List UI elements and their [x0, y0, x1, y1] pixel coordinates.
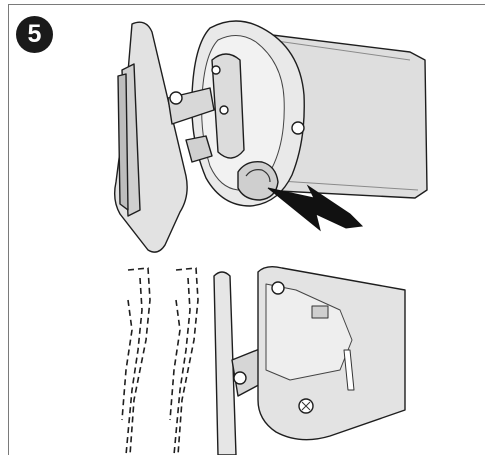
blade-plate [213, 271, 237, 455]
frame-top-border [8, 4, 485, 5]
front-plate [211, 53, 245, 159]
frame-left-border [8, 4, 9, 455]
blade-release-lever [237, 161, 279, 201]
step-number-badge: 5 [16, 16, 53, 53]
ghost-blade-right [169, 267, 199, 455]
direction-arrow [267, 184, 364, 232]
bottom-clamp-illustration [121, 265, 406, 455]
ghost-blade-left [121, 267, 151, 455]
slot [343, 349, 355, 391]
top-saw-illustration [113, 20, 428, 253]
step-number: 5 [27, 20, 42, 48]
